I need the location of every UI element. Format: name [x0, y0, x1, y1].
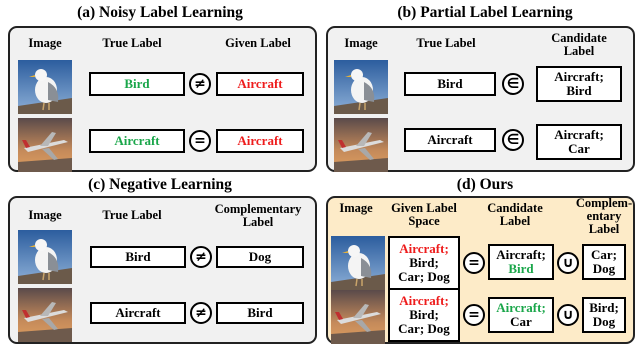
not-equal-icon: ≠	[189, 73, 211, 95]
union-icon: ∪	[557, 304, 579, 326]
label-line: Dog	[592, 314, 616, 329]
header-true-label: True Label	[416, 36, 476, 50]
header-image: Image	[344, 36, 378, 50]
header-complementary-label: Complem- entary Label	[574, 197, 634, 236]
candidate-label-box: Aircraft; Bird	[488, 244, 554, 280]
union-icon: ∪	[557, 252, 579, 274]
complementary-label-box: Bird; Dog	[582, 297, 626, 333]
panel-partial-label: Image True Label Candidate Label Bird ∈ …	[326, 26, 635, 172]
panel-b-title: (b) Partial Label Learning	[397, 4, 573, 21]
airplane-photo	[18, 118, 72, 172]
panel-d-title: (d) Ours	[456, 176, 514, 193]
true-label-box: Aircraft	[90, 302, 186, 324]
panel-a-title: (a) Noisy Label Learning	[77, 4, 243, 21]
header-given-label: Given Label	[225, 36, 291, 50]
complementary-label-box: Car; Dog	[582, 244, 626, 280]
label-line: Aircraft;	[399, 241, 449, 256]
airplane-photo	[331, 290, 385, 344]
given-label-space-box: Aircraft; Bird; Car; Dog	[388, 236, 460, 290]
label-line: Dog	[592, 261, 616, 276]
header-true-label: True Label	[102, 36, 162, 50]
seagull-photo	[331, 236, 385, 290]
true-label-box: Bird	[90, 246, 186, 268]
header-line: Label	[588, 222, 620, 236]
header-line: Label	[499, 214, 531, 228]
header-image: Image	[28, 36, 62, 50]
header-image: Image	[28, 208, 62, 222]
true-label-box: Aircraft	[404, 128, 496, 152]
label-line: Aircraft;	[554, 69, 604, 84]
label-line: Car; Dog	[398, 321, 450, 336]
not-equal-icon: ≠	[190, 302, 212, 324]
label-line: Car	[568, 141, 590, 156]
label-line: Bird	[508, 261, 534, 276]
label-line: Bird	[566, 83, 592, 98]
complementary-label-box: Bird	[216, 302, 304, 324]
header-line: Label	[242, 215, 274, 229]
panel-negative-learning: Image True Label Complementary Label Bir…	[8, 196, 317, 344]
true-label-box: Bird	[404, 72, 496, 96]
seagull-photo	[18, 60, 72, 114]
label-line: Bird;	[409, 255, 439, 270]
label-line: Aircraft;	[399, 293, 449, 308]
label-line: Aircraft;	[496, 247, 546, 262]
header-line: entary	[586, 209, 622, 223]
header-line: Given Label	[391, 201, 457, 215]
equal-icon: =	[463, 304, 485, 326]
panel-noisy-label: Image True Label Given Label Bird ≠ Airc…	[8, 26, 317, 172]
complementary-label-box: Dog	[216, 246, 304, 268]
seagull-photo	[334, 60, 388, 114]
given-label-box: Aircraft	[216, 129, 304, 153]
airplane-photo	[18, 288, 72, 342]
header-image: Image	[339, 201, 373, 215]
header-line: Candidate	[487, 201, 543, 215]
true-label-box: Bird	[89, 72, 185, 96]
label-line: Car	[510, 314, 532, 329]
element-of-icon: ∈	[502, 73, 524, 95]
header-candidate-label: Candidate Label	[478, 202, 552, 228]
candidate-label-box: Aircraft; Car	[488, 297, 554, 333]
candidate-label-box: Aircraft; Bird	[536, 66, 622, 102]
header-complementary-label: Complementary Label	[204, 203, 312, 229]
header-true-label: True Label	[102, 208, 162, 222]
equal-icon: =	[463, 252, 485, 274]
header-line: Complementary	[214, 202, 302, 216]
element-of-icon: ∈	[502, 129, 524, 151]
label-line: Aircraft;	[496, 300, 546, 315]
equal-icon: =	[189, 130, 211, 152]
header-line: Candidate	[551, 31, 607, 45]
header-line: Space	[408, 214, 440, 228]
header-candidate-label: Candidate Label	[534, 32, 624, 58]
label-line: Car;	[591, 247, 617, 262]
header-given-label-space: Given Label Space	[384, 202, 464, 228]
true-label-box: Aircraft	[89, 129, 185, 153]
label-line: Car; Dog	[398, 269, 450, 284]
not-equal-icon: ≠	[190, 246, 212, 268]
airplane-photo	[334, 118, 388, 172]
label-line: Aircraft;	[554, 127, 604, 142]
given-label-box: Aircraft	[216, 72, 304, 96]
header-line: Label	[563, 44, 595, 58]
label-line: Bird;	[409, 307, 439, 322]
seagull-photo	[18, 230, 72, 284]
panel-ours: Image Given Label Space Candidate Label …	[326, 196, 635, 344]
header-line: Complem-	[575, 196, 633, 210]
label-line: Bird;	[589, 300, 619, 315]
given-label-space-box: Aircraft; Bird; Car; Dog	[388, 288, 460, 342]
panel-c-title: (c) Negative Learning	[88, 176, 232, 193]
candidate-label-box: Aircraft; Car	[536, 124, 622, 160]
